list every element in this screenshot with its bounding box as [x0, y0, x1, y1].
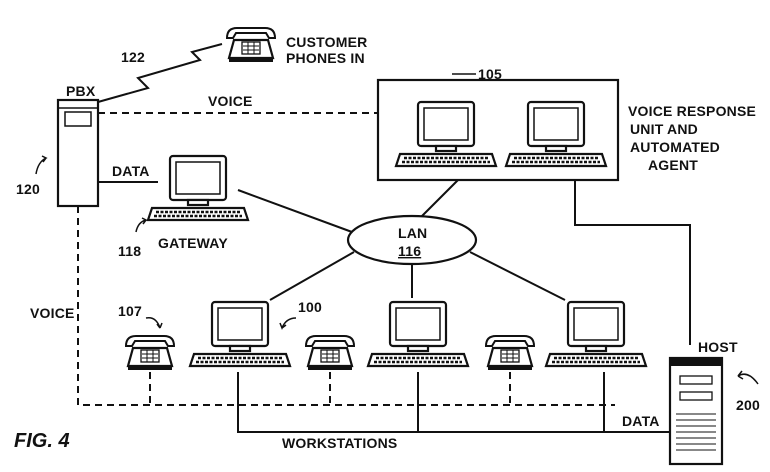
gateway-computer-icon [148, 156, 248, 220]
vru-label-4: AGENT [648, 157, 698, 173]
workstation-computer-icon [190, 302, 290, 366]
ref-arrow-100 [280, 318, 296, 328]
ref-122: 122 [121, 49, 145, 65]
ref-arrow-107 [146, 318, 162, 328]
lan-label: LAN [398, 225, 427, 241]
telephone-icon [306, 336, 354, 370]
ref-116: 116 [398, 243, 421, 259]
host-label: HOST [698, 339, 738, 355]
customer-phones-label-2: PHONES IN [286, 50, 365, 66]
data-bus-bottom [238, 372, 680, 432]
customer-phones-label: CUSTOMER [286, 34, 367, 50]
lightning-link-icon [98, 44, 222, 102]
ref-200: 200 [736, 397, 760, 413]
workstation-computer-icon [368, 302, 468, 366]
voice-top-label: VOICE [208, 93, 253, 109]
pbx-cabinet-icon [58, 100, 98, 206]
data-bottom-label: DATA [622, 413, 660, 429]
vru-label-2: UNIT AND [630, 121, 698, 137]
pbx-label: PBX [66, 83, 96, 99]
ref-arrow-118 [136, 218, 146, 232]
ref-100: 100 [298, 299, 322, 315]
ref-107: 107 [118, 303, 142, 319]
voice-left-label: VOICE [30, 305, 75, 321]
ref-arrow-200 [738, 371, 758, 384]
telephone-icon [486, 336, 534, 370]
host-server-icon [670, 358, 722, 464]
workstation-computer-icon [546, 302, 646, 366]
ref-105: 105 [478, 66, 502, 82]
vru-label-1: VOICE RESPONSE [628, 103, 756, 119]
customer-telephone-icon [227, 28, 275, 62]
telephone-icon [126, 336, 174, 370]
figure-label: FIG. 4 [14, 430, 70, 452]
workstations-label: WORKSTATIONS [282, 435, 397, 451]
ref-120: 120 [16, 181, 40, 197]
gateway-label: GATEWAY [158, 235, 228, 251]
vru-label-3: AUTOMATED [630, 139, 720, 155]
ref-arrow-120 [36, 156, 46, 174]
ref-118: 118 [118, 243, 141, 259]
data-left-label: DATA [112, 163, 150, 179]
